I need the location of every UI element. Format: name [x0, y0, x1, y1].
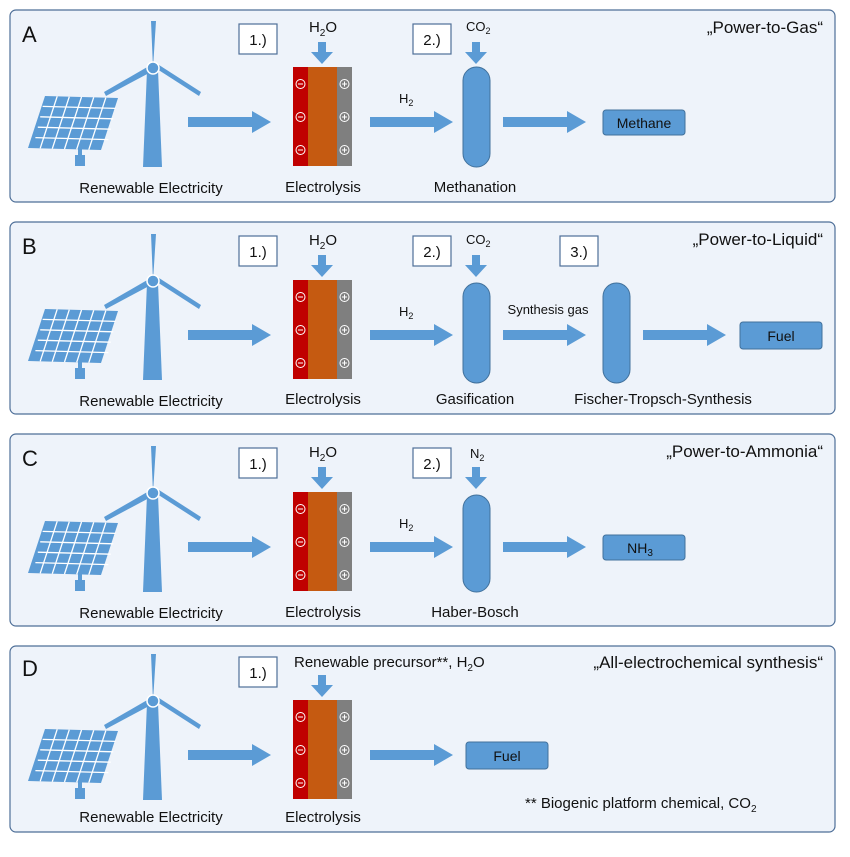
- product-box: [739, 321, 823, 350]
- step-box: [412, 23, 452, 55]
- panel-b: B „Power-to-Liquid“ Renewable Electricit…: [9, 221, 836, 415]
- step-1-label: 1.): [249, 244, 267, 261]
- electrolysis-label: Electrolysis: [285, 391, 361, 408]
- product-label: Methane: [617, 115, 672, 131]
- step-box: [238, 23, 278, 55]
- electrolysis-label: Electrolysis: [285, 604, 361, 621]
- panel-letter: C: [22, 446, 38, 471]
- feed-label: CO2: [466, 19, 491, 36]
- reactor-vessel-icon: [462, 494, 491, 593]
- panel-letter: B: [22, 234, 37, 259]
- intermediate-label: Synthesis gas: [508, 302, 589, 317]
- panel-letter: D: [22, 656, 38, 681]
- renewable-label: Renewable Electricity: [79, 809, 223, 826]
- step-1-label: 1.): [249, 456, 267, 473]
- step-box: [559, 235, 599, 267]
- reactor-vessel-icon: [462, 66, 491, 168]
- electrolysis-cell-icon: [292, 66, 353, 167]
- reactor-label: Gasification: [436, 391, 514, 408]
- reactor-vessel-icon: [602, 282, 631, 384]
- reactor-label: Haber-Bosch: [431, 604, 519, 621]
- reactor-vessel-icon: [462, 282, 491, 384]
- step-1-label: 1.): [249, 32, 267, 49]
- hydrogen-label: H2: [399, 91, 413, 108]
- step-box: [412, 447, 452, 479]
- step-box: [412, 235, 452, 267]
- panel-d: D „All-electrochemical synthesis“ Renewa…: [9, 645, 836, 833]
- electrolysis-cell-icon: [292, 699, 353, 800]
- panel-title: „Power-to-Gas“: [707, 18, 824, 37]
- feed-label: N2: [470, 446, 484, 463]
- feed-label: CO2: [466, 232, 491, 249]
- step-2-label: 2.): [423, 244, 441, 261]
- renewable-label: Renewable Electricity: [79, 605, 223, 622]
- hydrogen-label: H2: [399, 516, 413, 533]
- panel-letter: A: [22, 22, 37, 47]
- hydrogen-label: H2: [399, 304, 413, 321]
- electrolysis-label: Electrolysis: [285, 179, 361, 196]
- water-label: H2O: [309, 232, 337, 252]
- renewable-label: Renewable Electricity: [79, 180, 223, 197]
- water-label: H2O: [309, 19, 337, 39]
- panel-c: C „Power-to-Ammonia“ Renewable Electrici…: [9, 433, 836, 627]
- water-label: H2O: [309, 444, 337, 464]
- panel-title: „Power-to-Liquid“: [693, 230, 824, 249]
- reactor2-label: Fischer-Tropsch-Synthesis: [574, 391, 752, 408]
- step-box: [238, 235, 278, 267]
- panel-a: A „Power-to-Gas“ Renewable Electricity 1…: [9, 9, 836, 203]
- product-label: Fuel: [493, 748, 520, 764]
- product-label: Fuel: [767, 328, 794, 344]
- product-box: [602, 109, 686, 136]
- step-box: [238, 447, 278, 479]
- panel-title: „Power-to-Ammonia“: [666, 442, 823, 461]
- step-1-label: 1.): [249, 665, 267, 682]
- electrolysis-cell-icon: [292, 491, 353, 592]
- step-2-label: 2.): [423, 456, 441, 473]
- panel-title: „All-electrochemical synthesis“: [593, 653, 823, 672]
- renewable-label: Renewable Electricity: [79, 393, 223, 410]
- step-box: [238, 656, 278, 688]
- step-2-label: 2.): [423, 32, 441, 49]
- footnote: ** Biogenic platform chemical, CO2: [525, 795, 757, 815]
- product-box: [465, 741, 549, 770]
- feed-label: Renewable precursor**, H2O: [294, 654, 485, 674]
- electrolysis-cell-icon: [292, 279, 353, 380]
- electrolysis-label: Electrolysis: [285, 809, 361, 826]
- step-3-label: 3.): [570, 244, 588, 261]
- product-label: NH3: [627, 540, 653, 559]
- reactor-label: Methanation: [434, 179, 517, 196]
- product-box: [602, 534, 686, 561]
